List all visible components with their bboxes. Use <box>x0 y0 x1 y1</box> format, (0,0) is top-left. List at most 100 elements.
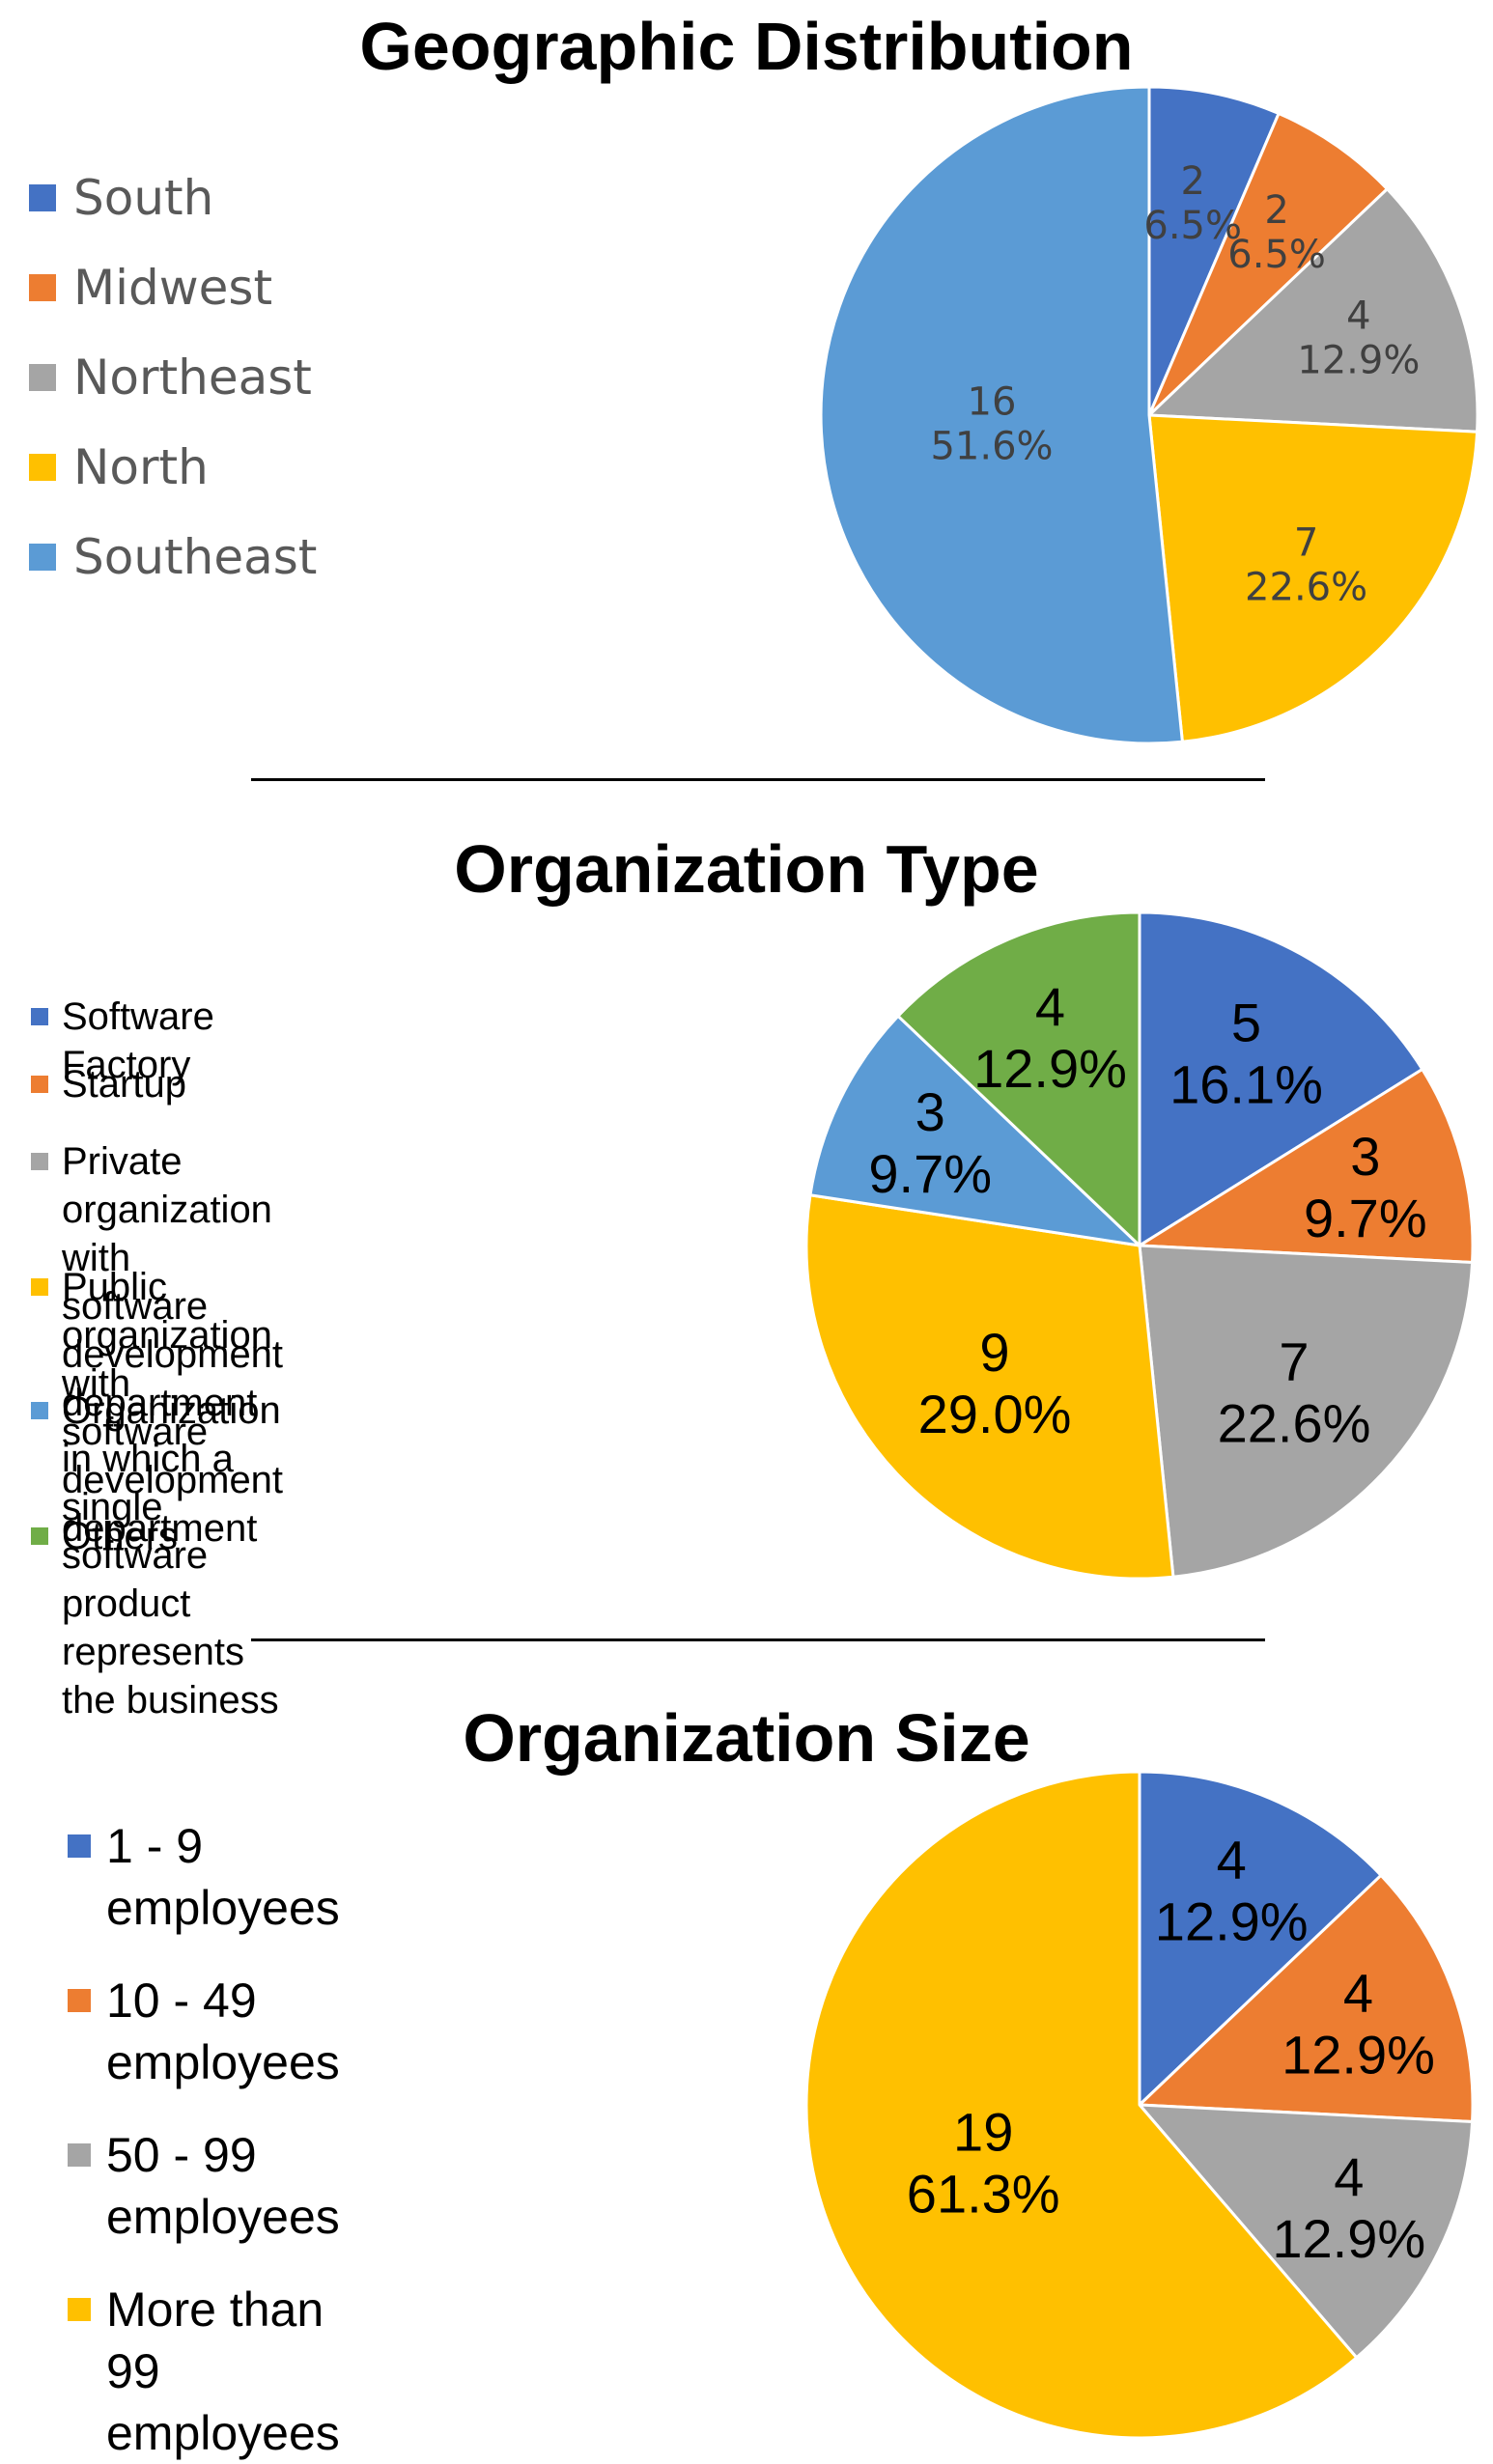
legend-item: Midwest <box>29 254 272 322</box>
legend-label: 1 - 9 employees <box>106 1819 340 1935</box>
legend-item: 50 - 99 employees <box>68 2124 340 2248</box>
legend-swatch <box>68 1834 91 1858</box>
pie-slice-northeast <box>1147 187 1479 434</box>
pie-slice-10-49-employees <box>1138 1873 1475 2123</box>
data-label-percent: 6.5% <box>1227 233 1326 277</box>
legend-swatch <box>31 1008 48 1025</box>
data-label-value: 4 <box>1217 1830 1247 1890</box>
pie-slice-startup <box>1138 1068 1475 1264</box>
data-label-percent: 61.3% <box>907 2164 1060 2225</box>
data-label-value: 4 <box>1346 294 1370 339</box>
data-label-value: 2 <box>1264 188 1288 233</box>
data-label-value: 7 <box>1279 1331 1309 1392</box>
legend-item: Software Factory <box>31 993 214 1089</box>
data-label-percent: 22.6% <box>1218 1393 1371 1454</box>
data-label-value: 7 <box>1294 521 1318 566</box>
legend-item: Southeast <box>29 523 317 591</box>
data-label-percent: 12.9% <box>1297 339 1420 383</box>
legend-item: More than 99 employees <box>68 2279 340 2464</box>
data-label-value: 5 <box>1231 993 1261 1053</box>
legend-label: Software Factory <box>62 995 214 1086</box>
legend-item: Northeast <box>29 344 312 411</box>
legend-label: South <box>73 170 214 226</box>
legend-swatch <box>29 274 56 301</box>
legend-label: Private organization with software devel… <box>62 1140 284 1424</box>
chart-title: Organization Type <box>454 831 1039 907</box>
legend-swatch <box>31 1278 48 1296</box>
legend-label: More than 99 employees <box>106 2282 340 2460</box>
data-label-percent: 16.1% <box>1169 1054 1323 1115</box>
data-label-value: 4 <box>1334 2146 1364 2207</box>
legend-label: Southeast <box>73 529 318 585</box>
legend-item: Public organization with software develo… <box>31 1263 283 1553</box>
legend-item: Organization in which a single software … <box>31 1386 281 1724</box>
data-label-percent: 12.9% <box>1155 1891 1309 1952</box>
pie-slice-private-organization-with-software-development-department <box>1138 1244 1475 1579</box>
legend-swatch <box>68 2298 91 2321</box>
data-label-value: 3 <box>1350 1126 1380 1187</box>
legend-swatch <box>68 2143 91 2167</box>
data-label-value: 9 <box>979 1322 1009 1383</box>
section-divider <box>251 778 1265 781</box>
pie-slice-software-factory <box>1138 910 1424 1247</box>
legend-swatch <box>31 1076 48 1093</box>
legend-swatch <box>29 544 56 571</box>
pie-chart: 516.1%39.7%722.6%929.0%39.7%412.9% <box>804 910 1475 1581</box>
pie-slice-public-organization-with-software-development-department <box>804 1193 1175 1581</box>
legend-item: North <box>29 434 209 501</box>
legend-label: North <box>73 439 209 495</box>
legend-label: Startup <box>62 1063 186 1106</box>
data-label-percent: 9.7% <box>868 1143 992 1204</box>
data-label-value: 2 <box>1180 159 1204 204</box>
legend-label: 10 - 49 employees <box>106 1974 340 2089</box>
data-label-percent: 12.9% <box>1272 2208 1425 2269</box>
data-label-value: 4 <box>1343 1963 1373 2024</box>
legend-swatch <box>29 364 56 391</box>
pie-slice-south <box>1147 85 1281 417</box>
organization-size-chart: Organization Size 1 - 9 employees 10 - 49… <box>0 1641 1493 2460</box>
data-label-percent: 12.9% <box>1282 2025 1435 2086</box>
legend-swatch <box>29 454 56 481</box>
legend-label: Others <box>62 1515 179 1557</box>
data-label-percent: 51.6% <box>930 424 1053 468</box>
pie-slice-north <box>1147 413 1479 743</box>
data-label-value: 19 <box>953 2102 1013 2163</box>
data-label-percent: 29.0% <box>918 1384 1072 1444</box>
legend-item: Private organization with software devel… <box>31 1137 283 1427</box>
legend-swatch <box>68 1989 91 2012</box>
data-label-percent: 9.7% <box>1304 1188 1427 1248</box>
legend-item: Startup <box>31 1060 186 1108</box>
data-label-percent: 12.9% <box>973 1038 1127 1099</box>
legend-item: 10 - 49 employees <box>68 1970 340 2093</box>
data-label-value: 4 <box>1035 976 1065 1037</box>
legend-label: 50 - 99 employees <box>106 2128 340 2244</box>
legend-swatch <box>31 1153 48 1170</box>
data-label-percent: 6.5% <box>1143 204 1242 248</box>
legend-item: Others <box>31 1512 178 1560</box>
legend-swatch <box>29 184 56 211</box>
pie-slice-1-9-employees <box>1138 1770 1383 2107</box>
pie-slice-others <box>896 910 1141 1247</box>
legend-swatch <box>31 1402 48 1419</box>
data-label-value: 16 <box>968 379 1017 424</box>
legend-label: Organization in which a single software … <box>62 1389 281 1722</box>
legend-item: South <box>29 164 213 232</box>
pie-slice-50-99-employees <box>1138 2103 1475 2360</box>
data-label-value: 3 <box>916 1081 945 1142</box>
legend-label: Northeast <box>73 350 312 406</box>
chart-title: Geographic Distribution <box>359 9 1134 84</box>
pie-slice-more-than-99-employees <box>804 1770 1359 2440</box>
legend-item: 1 - 9 employees <box>68 1815 340 1939</box>
legend-swatch <box>31 1527 48 1545</box>
pie-slice-midwest <box>1147 112 1389 417</box>
legend-label: Midwest <box>73 260 273 316</box>
section-divider <box>251 1638 1265 1641</box>
pie-slice-southeast <box>819 85 1184 745</box>
pie-slice-organization-in-which-a-single-software-product-represents-the-business <box>808 1014 1141 1247</box>
data-label-percent: 22.6% <box>1245 566 1367 610</box>
chart-title: Organization Size <box>463 1700 1030 1776</box>
